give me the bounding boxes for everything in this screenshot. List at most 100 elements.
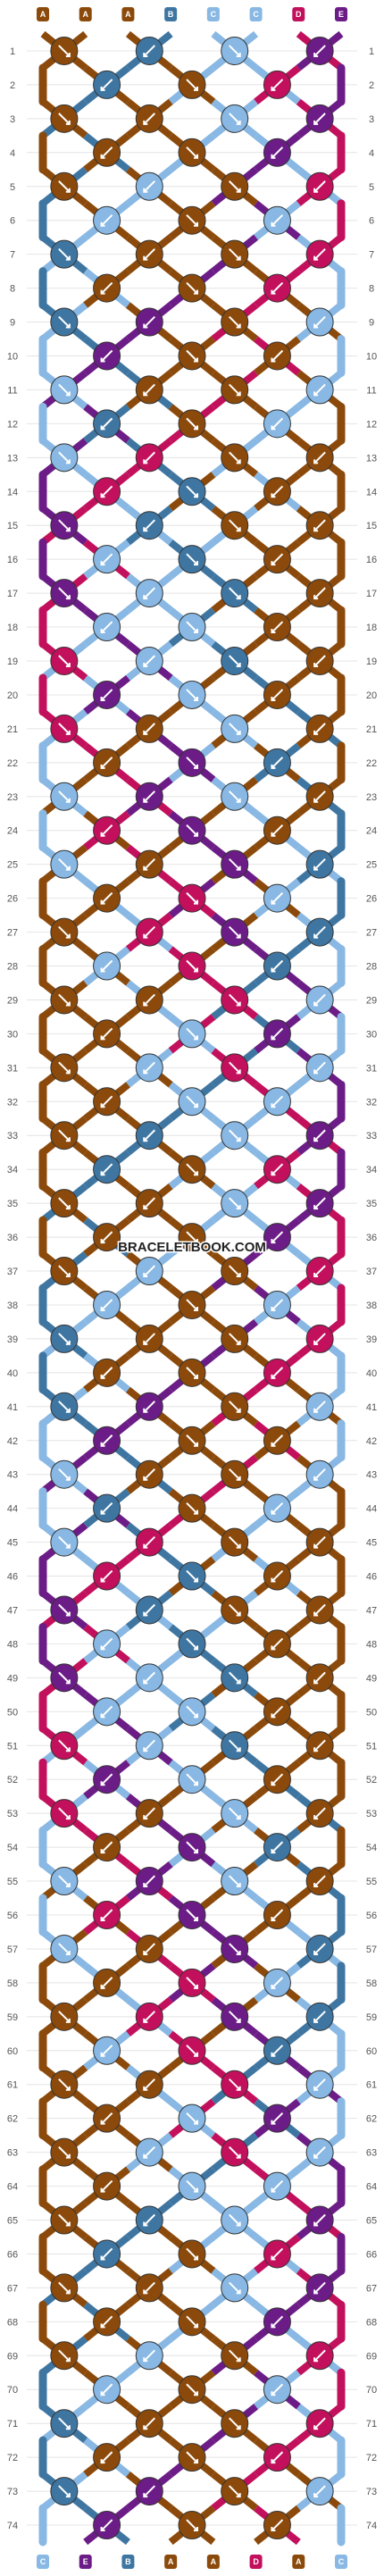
row-number-right: 54 (366, 1843, 377, 1853)
knot-arrow (100, 1299, 113, 1311)
row-number-left: 61 (7, 2080, 18, 2091)
knot-arrow (143, 1197, 155, 1209)
knot-arrow (229, 1875, 241, 1887)
knot-arrow-head (236, 52, 241, 57)
knot-arrow (143, 2011, 155, 2023)
knot-arrow-head (313, 2221, 319, 2227)
knot-arrow (143, 2417, 155, 2430)
row-number-right: 14 (366, 487, 377, 498)
knot-arrow-head (236, 323, 241, 329)
row-number-left: 24 (7, 826, 18, 837)
knot-arrow (186, 1637, 198, 1651)
knot-arrow-head (100, 696, 105, 701)
knot-arrow (143, 113, 155, 125)
knot-arrow-head (313, 1679, 319, 1685)
knot-arrow (229, 1061, 241, 1075)
row-number-left: 56 (7, 1911, 18, 1921)
knot-arrow (271, 1501, 284, 1515)
row-number-left: 47 (7, 1605, 18, 1616)
knot-arrow-head (100, 629, 105, 634)
row-number-left: 25 (7, 860, 18, 871)
row-number-left: 3 (10, 114, 15, 125)
row-number-right: 3 (369, 114, 374, 125)
knot-arrow (271, 2179, 284, 2193)
knot-arrow (143, 925, 155, 939)
knot-arrow-head (65, 2018, 71, 2023)
knot-arrow-head (194, 1917, 198, 1921)
knot-arrow-head (65, 1476, 71, 1481)
row-number-right: 23 (366, 792, 377, 803)
knot-arrow (229, 45, 241, 57)
row-number-left: 16 (7, 555, 18, 565)
knot-arrow-head (100, 2391, 105, 2396)
knot-arrow-head (194, 425, 198, 431)
knot-arrow-head (100, 832, 105, 837)
knot-arrow-head (236, 866, 241, 871)
knot-arrow-head (236, 1273, 241, 1278)
knot-arrow-head (65, 120, 71, 125)
knot-arrow-head (236, 1069, 241, 1075)
row-number-left: 21 (7, 724, 18, 735)
knot-arrow (58, 2349, 71, 2363)
row-number-left: 40 (7, 1368, 18, 1379)
knot-arrow (229, 655, 241, 667)
string-label-box (121, 7, 135, 21)
knot-arrow-head (313, 255, 319, 261)
knot-arrow-head (143, 866, 148, 871)
knot-arrow-head (100, 2255, 105, 2261)
knot-arrow-head (100, 1984, 105, 1989)
knot-arrow-head (65, 2289, 71, 2295)
knot-arrow-head (313, 1069, 319, 1075)
row-number-right: 64 (366, 2182, 377, 2193)
row-number-left: 17 (7, 589, 18, 599)
knot-arrow (229, 180, 241, 193)
knot-arrow (186, 1299, 198, 1311)
knot-arrow-head (271, 493, 276, 498)
knot-arrow (229, 1671, 241, 1685)
knot-arrow-head (271, 2255, 276, 2261)
knot-arrow (58, 1129, 71, 1142)
knot-arrow (100, 1163, 113, 1175)
knot-arrow-head (236, 2154, 241, 2159)
knot-arrow-head (143, 323, 148, 329)
knot-arrow-head (65, 1340, 71, 1345)
knot-arrow (271, 1705, 284, 1719)
knot-arrow-head (143, 2425, 148, 2430)
row-number-right: 51 (366, 1741, 377, 1752)
knot-arrow (143, 519, 155, 531)
knot-arrow (58, 925, 71, 939)
knot-arrow-head (65, 459, 71, 464)
row-number-left: 46 (7, 1572, 18, 1583)
knot-arrow-head (313, 1543, 319, 1549)
row-number-left: 50 (7, 1707, 18, 1718)
knot-arrow (100, 1909, 113, 1921)
knot-arrow (100, 79, 113, 91)
row-number-left: 22 (7, 758, 18, 769)
knot-arrow (229, 587, 241, 599)
row-number-right: 57 (366, 1945, 377, 1955)
knot-arrow (271, 959, 284, 973)
knot-arrow (58, 1265, 71, 1277)
string-label: A (40, 10, 46, 19)
knot-arrow-head (236, 1883, 241, 1888)
knot-arrow-head (236, 595, 241, 600)
knot-arrow (271, 1027, 284, 1041)
knot-arrow-head (65, 188, 71, 193)
row-number-right: 69 (366, 2351, 377, 2362)
row-number-left: 44 (7, 1504, 18, 1515)
knot-arrow-head (100, 1103, 105, 1108)
row-number-right: 65 (366, 2216, 377, 2227)
knot-arrow-head (65, 1408, 71, 1413)
string-label: D (253, 2557, 259, 2566)
knot-arrow-head (236, 188, 241, 193)
row-number-right: 17 (366, 589, 377, 599)
knot-arrow-head (100, 1374, 105, 1379)
knot-arrow (58, 180, 71, 193)
knot-arrow (271, 417, 284, 431)
knot-arrow-head (100, 1917, 105, 1921)
knot-arrow-head (236, 391, 241, 397)
knot-arrow-head (271, 2391, 276, 2396)
knot-arrow (58, 1401, 71, 1413)
knot-arrow (143, 1468, 155, 1481)
